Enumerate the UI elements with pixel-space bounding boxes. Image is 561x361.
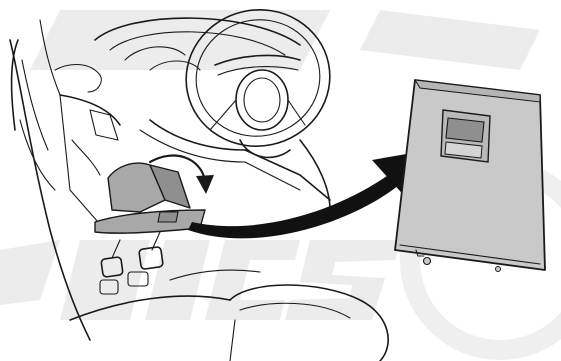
fuse-panel-lid [95, 163, 205, 233]
curved-arrow-icon [188, 152, 418, 238]
fuse-box-cover [395, 80, 545, 272]
cover-release-tab [441, 110, 490, 162]
